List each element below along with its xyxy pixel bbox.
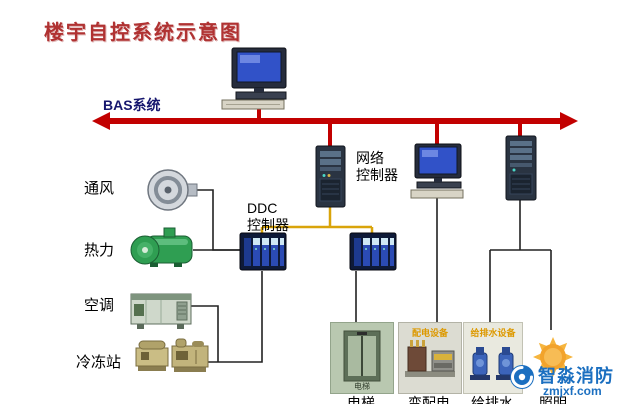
sun-icon <box>533 337 573 377</box>
heating-pump-icon <box>130 227 193 267</box>
elevator-icon <box>343 330 381 382</box>
ddc-network-lines <box>260 206 374 234</box>
field-device-lines <box>189 189 552 363</box>
lighting-photo <box>528 330 578 384</box>
ddc-module-icon <box>349 232 397 271</box>
caption-lighting: 照明 <box>539 395 567 404</box>
power-distribution-photo-label: 配电设备 <box>411 328 448 338</box>
elevator-photo-label: 电梯 <box>354 382 370 391</box>
server-tower-icon <box>505 135 537 201</box>
page-title: 楼宇自控系统示意图 <box>44 20 242 44</box>
ddc-module-icon <box>239 232 287 271</box>
chiller-units-icon <box>135 338 209 372</box>
label-air-conditioning: 空调 <box>84 297 115 314</box>
network-controller-label: 网络 控制器 <box>356 150 398 183</box>
watermark-name: 智淼消防 <box>538 366 614 386</box>
ddc-controller-label: DDC 控制器 <box>247 200 289 233</box>
workstation-icon <box>221 47 287 110</box>
ahu-unit-icon <box>130 293 192 329</box>
caption-power-distribution: 变配电 <box>408 395 450 404</box>
operator-workstation-icon <box>410 143 464 199</box>
water-supply-photo-label: 给排水设备 <box>470 328 516 338</box>
caption-water-supply: 给排水 <box>471 395 513 404</box>
transformer-icon <box>405 340 455 377</box>
ventilation-fan-icon <box>147 169 198 211</box>
bas-bus-label: BAS系统 <box>103 97 161 113</box>
label-ventilation: 通风 <box>84 180 115 197</box>
watermark-site: zmjxf.com <box>543 384 602 398</box>
label-chiller-station: 冷冻站 <box>76 354 122 371</box>
elevator-photo: 电梯 <box>330 322 394 394</box>
water-pumps-icon <box>470 347 516 380</box>
watermark-logo-icon <box>510 365 534 389</box>
label-heating: 热力 <box>84 242 115 259</box>
power-distribution-photo: 配电设备 <box>398 322 462 394</box>
bas-bus-line <box>92 107 578 147</box>
caption-elevator: 电梯 <box>347 395 375 404</box>
network-controller-tower-icon <box>315 145 346 208</box>
